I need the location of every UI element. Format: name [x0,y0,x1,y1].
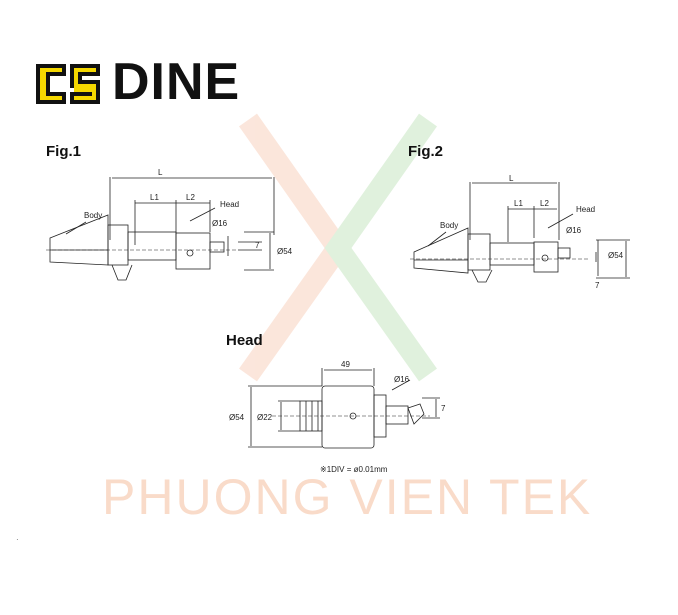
fig1-label-d7: 7 [255,241,260,250]
watermark-text: PHUONG VIEN TEK [102,469,593,525]
fig1-label-L1: L1 [150,193,159,202]
fig2-label-L1: L1 [514,199,523,208]
stray-dot: · [16,535,19,544]
fig2-label-d54: Ø54 [608,251,624,260]
fig2-label-L: L [509,174,514,183]
fig2-title: Fig.2 [408,143,444,160]
fig2-label-head: Head [576,205,595,214]
fig1-label-L: L [158,168,163,177]
fig1-label-L2: L2 [186,193,195,202]
dine-logo-icon [36,64,100,104]
head-label-d7: 7 [441,404,446,413]
head-label-d22: Ø22 [257,413,273,422]
head-label-d16: Ø16 [394,375,410,384]
fig2-label-L2: L2 [540,199,549,208]
fig1-label-body: Body [84,211,102,220]
watermark-x-logo [239,113,437,382]
fig1-title: Fig.1 [46,143,82,160]
fig1-label-d54: Ø54 [277,247,293,256]
fig1-label-head: Head [220,200,239,209]
fig2-label-body: Body [440,221,458,230]
fig2-label-d7: 7 [595,281,600,290]
head-title: Head [226,332,263,349]
brand-name: DINE [112,53,241,111]
division-note: ※1DIV = ø0.01mm [320,465,388,474]
fig1-label-d16: Ø16 [212,219,228,228]
fig2-label-d16: Ø16 [566,226,582,235]
head-label-d54: Ø54 [229,413,245,422]
head-label-49: 49 [341,360,350,369]
